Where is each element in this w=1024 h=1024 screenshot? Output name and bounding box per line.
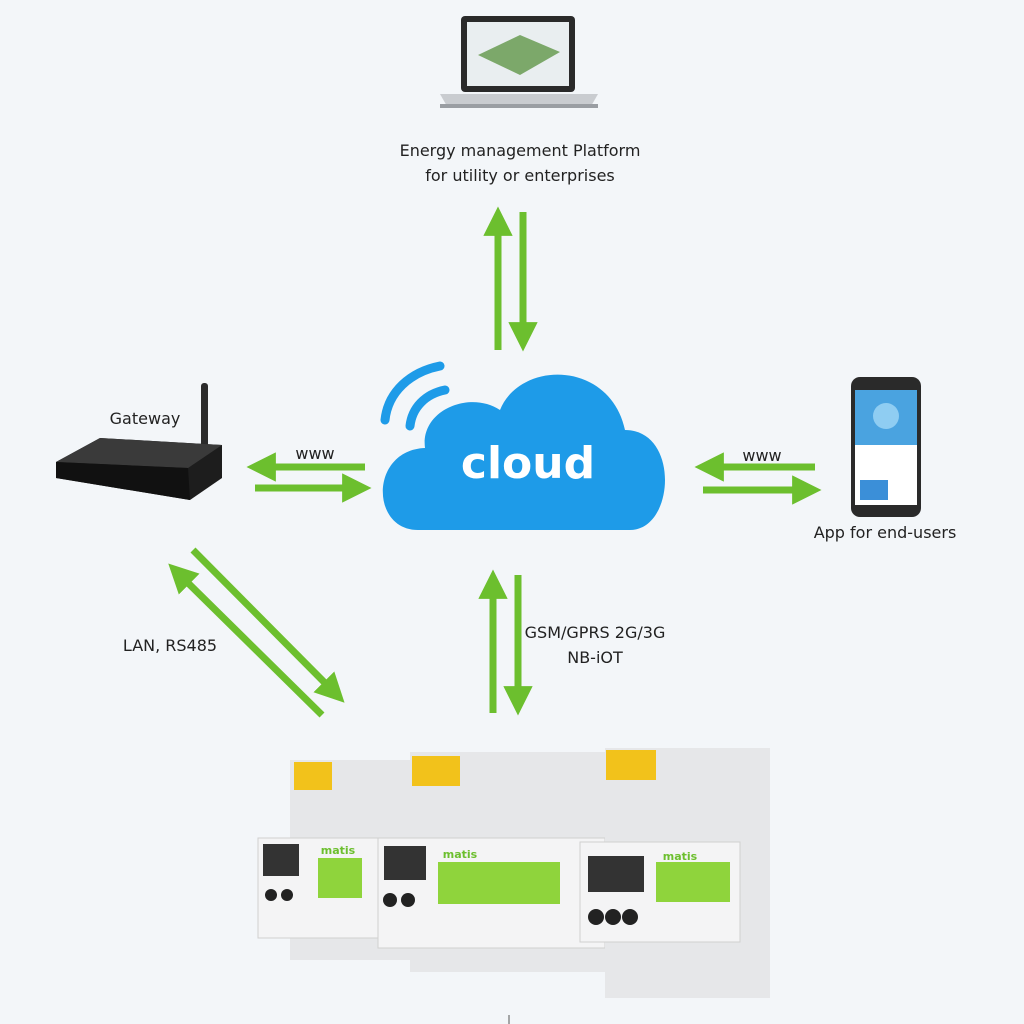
smart-breakers-image	[257, 748, 770, 998]
cellular-label-line2: NB-iOT	[567, 648, 623, 667]
platform-label-line2: for utility or enterprises	[425, 166, 615, 185]
cellular-label: GSM/GPRS 2G/3G NB-iOT	[520, 620, 670, 670]
smartphone-icon	[851, 377, 921, 517]
gateway-label: Gateway	[109, 409, 181, 428]
app-label: App for end-users	[813, 523, 957, 542]
brand-logo: matis	[442, 848, 478, 861]
arrow-gateway-to-devices	[190, 547, 345, 703]
arrow-devices-to-gateway	[168, 563, 325, 718]
platform-label-line1: Energy management Platform	[399, 141, 641, 160]
cellular-label-line1: GSM/GPRS 2G/3G	[524, 623, 666, 642]
app-link-label: www	[742, 446, 782, 465]
gateway-link-label: www	[295, 444, 335, 463]
lan-label: LAN, RS485	[122, 636, 218, 655]
platform-label: Energy management Platform for utility o…	[370, 138, 670, 188]
cloud-label: cloud	[460, 438, 596, 489]
brand-logo: matis	[320, 844, 356, 857]
brand-logo: matis	[662, 850, 698, 863]
cloud-icon	[380, 361, 665, 530]
laptop-icon	[440, 16, 598, 108]
router-icon	[56, 383, 222, 500]
arrows	[168, 206, 822, 718]
